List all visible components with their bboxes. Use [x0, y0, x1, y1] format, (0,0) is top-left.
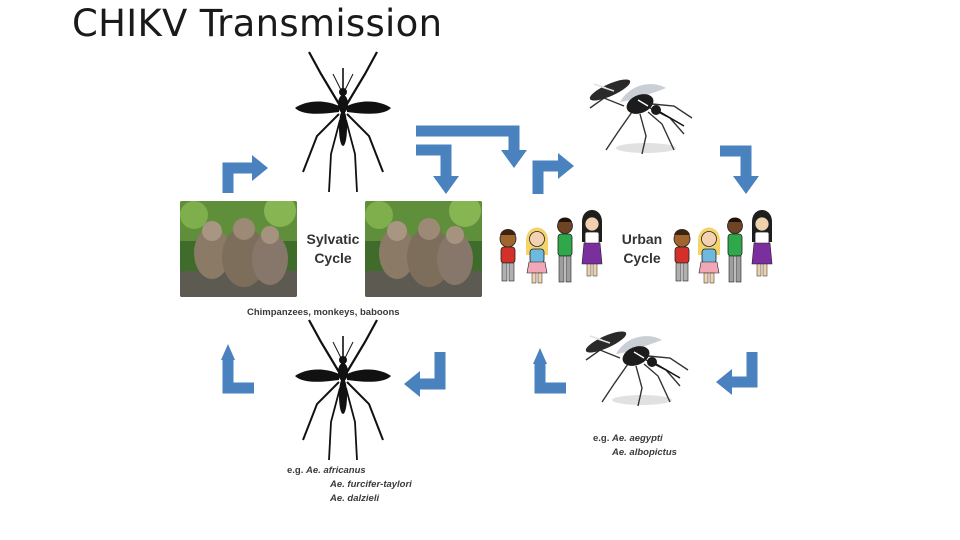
urban-cycle-label: Urban Cycle [612, 230, 672, 268]
humans-group-1 [499, 209, 603, 284]
arrow-urban-lower-right [730, 352, 758, 388]
urban-vectors-caption: e.g. Ae. aegypti Ae. albopictus [593, 432, 677, 460]
arrow-head [558, 153, 574, 179]
arrow-head [716, 369, 732, 395]
sylvatic-cycle-label: Sylvatic Cycle [300, 230, 366, 268]
sylvatic-vector-prefix: e.g. [287, 465, 304, 476]
arrow-cross-to-urban [416, 125, 520, 152]
arrow-head [433, 176, 459, 194]
sylvatic-mosquito-bottom [293, 318, 393, 462]
urban-vector-2: Ae. albopictus [612, 447, 677, 458]
urban-vector-1: Ae. aegypti [612, 433, 663, 444]
arrow-sylvatic-up-left [222, 162, 254, 193]
arrow-head [404, 371, 420, 397]
slide-title: CHIKV Transmission [72, 2, 443, 45]
sylvatic-vector-3: Ae. dalzieli [330, 493, 380, 504]
arrow-urban-up-left [532, 160, 560, 194]
arrow-sylvatic-lower-mid [418, 352, 446, 390]
monkey-photo-left [180, 201, 297, 297]
sylvatic-hosts-caption: Chimpanzees, monkeys, baboons [247, 307, 400, 318]
arrow-head [733, 176, 759, 194]
arrow-head [501, 150, 527, 168]
sylvatic-vector-1: Ae. africanus [306, 465, 366, 476]
sylvatic-mosquito-top [293, 50, 393, 194]
sylvatic-vectors-caption: e.g. Ae. africanus Ae. furcifer-taylori … [287, 464, 412, 506]
urban-label-line1: Urban [621, 231, 663, 247]
arrow-head [252, 155, 268, 181]
arrow-urban-down-right [720, 145, 752, 178]
arrow-head [533, 348, 547, 364]
sylvatic-label-line2: Cycle [314, 250, 352, 266]
urban-label-line2: Cycle [623, 250, 661, 266]
sylvatic-vector-2: Ae. furcifer-taylori [330, 479, 412, 490]
arrow-urban-lower-left [534, 362, 566, 394]
humans-group-2 [673, 209, 773, 284]
urban-vector-prefix: e.g. [593, 433, 610, 444]
monkey-photo-right [365, 201, 482, 297]
urban-mosquito-top [586, 74, 693, 155]
arrow-sylvatic-lower-left [222, 358, 254, 394]
urban-mosquito-bottom [582, 326, 689, 407]
arrow-head [221, 344, 235, 360]
sylvatic-label-line1: Sylvatic [306, 231, 360, 247]
arrow-sylvatic-down-mid [416, 144, 452, 178]
